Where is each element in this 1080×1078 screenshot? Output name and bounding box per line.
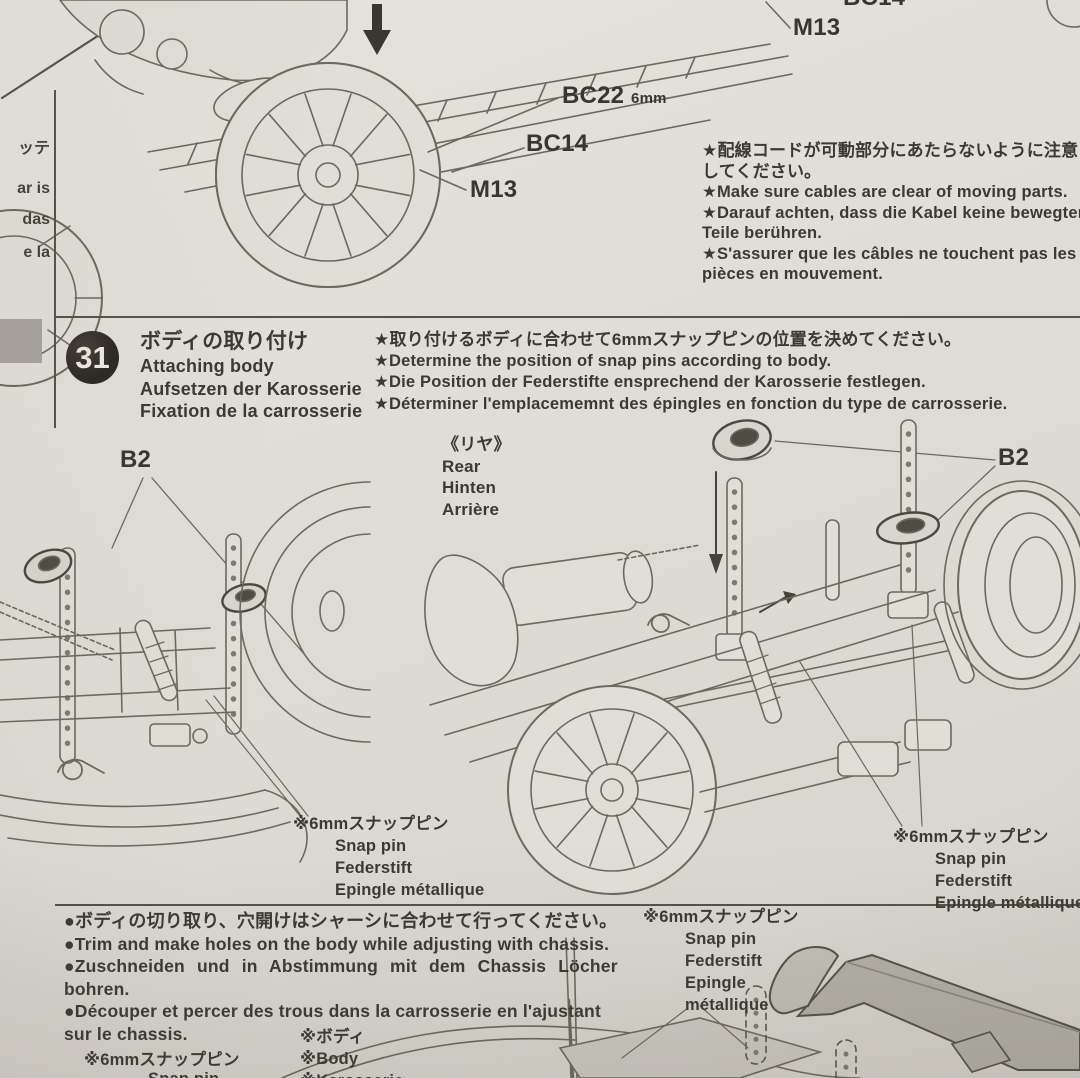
body-trim-fr-2: sur le chassis. <box>64 1023 188 1044</box>
step-note-de: ★Die Position der Federstifte ensprechen… <box>374 373 926 391</box>
body-trim-en: ●Trim and make holes on the body while a… <box>64 933 610 954</box>
step-note-fr: ★Déterminer l'emplacememnt des épingles … <box>374 394 1008 413</box>
step-title-ja: ボディの取り付け <box>140 330 309 353</box>
body-trim-note: ●ボディの切り取り、穴開けはシャーシに合わせて行ってください。 ●Trim an… <box>64 910 618 1045</box>
margin-fragment: ar is <box>17 180 50 197</box>
rear-view-label: 《リヤ》 Rear Hinten Arrière <box>442 434 511 520</box>
step-titles: ボディの取り付け Attaching body Aufsetzen der Ka… <box>140 328 362 423</box>
part-label-bc22-size: 6mm <box>631 90 667 107</box>
rear-view-en: Rear <box>442 456 481 476</box>
margin-fragment: e la <box>23 244 50 261</box>
callout-b2-right: B2 <box>998 444 1030 471</box>
snap-pin-fr-2: métallique <box>685 996 769 1014</box>
part-label-m13-upper: M13 <box>793 14 841 41</box>
margin-gray-box <box>0 319 42 363</box>
part-label-bc22-code: BC22 <box>562 82 625 109</box>
snap-pin-de: Federstift <box>335 859 413 877</box>
part-label-bc22: BC22 6mm <box>562 82 667 110</box>
rear-right-illustration <box>424 419 1080 895</box>
body-trim-fr-1: ●Découper et percer des trous dans la ca… <box>64 1001 601 1021</box>
snap-pin-callout-left: ※6mmスナップピン Snap pin Federstift Epingle m… <box>293 813 484 901</box>
margin-fragment: das <box>22 211 50 228</box>
rear-view-fr: Arrière <box>442 499 500 519</box>
rear-view-de: Hinten <box>442 478 497 497</box>
snap-pin-en: Snap pin <box>935 850 1007 868</box>
body-trim-de-1: ●Zuschneiden und in Abstimmung mit dem C… <box>64 956 618 976</box>
section-divider-bottom <box>55 904 1080 906</box>
cable-warning: ★配線コードが可動部分にあたらないように注意 してください。 ★Make sur… <box>702 141 1080 285</box>
snap-pin-callout-right: ※6mmスナップピン Snap pin Federstift Epingle m… <box>893 826 1080 914</box>
step-number-badge: 31 <box>66 331 119 384</box>
step-title-fr: Fixation de la carrosserie <box>140 401 363 421</box>
snap-pin-ja: ※6mmスナップピン <box>293 815 449 833</box>
body-wing-illustration <box>281 937 1080 1078</box>
snap-pin-fr: Epingle métallique <box>335 881 485 899</box>
cable-warning-line: ★S'assurer que les câbles ne touchent pa… <box>702 244 1077 263</box>
body-label-de: ※Karosserie <box>300 1070 404 1078</box>
body-callout: ※ボディ ※Body ※Karosserie <box>300 1026 404 1078</box>
snap-pin-ja: ※6mmスナップピン <box>893 828 1049 846</box>
step-notes: ★取り付けるボディに合わせて6mmスナップピンの位置を決めてください。 ★Det… <box>374 329 1007 415</box>
snap-pin-fr: Epingle métallique <box>935 894 1080 912</box>
step-title-en: Attaching body <box>140 356 274 376</box>
snap-pin-en: Snap pin <box>685 930 757 948</box>
section-divider-top <box>55 316 1080 318</box>
cable-warning-line: ★Darauf achten, dass die Kabel keine bew… <box>702 203 1080 222</box>
rear-view-ja: 《リヤ》 <box>442 435 511 454</box>
snap-pin-corner-en: Snap pin <box>148 1070 219 1078</box>
step-note-ja: ★取り付けるボディに合わせて6mmスナップピンの位置を決めてください。 <box>374 330 962 349</box>
part-label-bc14: BC14 <box>526 130 589 157</box>
body-trim-ja: ●ボディの切り取り、穴開けはシャーシに合わせて行ってください。 <box>64 911 618 931</box>
cable-warning-line: Teile berühren. <box>702 224 823 242</box>
snap-pin-corner-ja: ※6mmスナップピン <box>84 1051 240 1069</box>
body-trim-de-2: bohren. <box>64 978 130 999</box>
step-title-de: Aufsetzen der Karosserie <box>140 378 362 399</box>
snap-pin-de: Federstift <box>685 952 763 970</box>
part-label-bc14-cut: BC14 <box>843 0 905 12</box>
snap-pin-en: Snap pin <box>335 837 407 855</box>
body-label-en: ※Body <box>300 1050 359 1068</box>
cable-warning-line: ★配線コードが可動部分にあたらないように注意 <box>702 141 1079 160</box>
part-label-m13-lower: M13 <box>470 176 518 203</box>
cable-warning-line: してください。 <box>702 161 822 181</box>
cable-warning-line: pièces en mouvement. <box>702 265 883 283</box>
cable-warning-line: ★Make sure cables are clear of moving pa… <box>702 183 1068 201</box>
snap-pin-fr-1: Epingle <box>685 974 746 992</box>
snap-pin-callout-bottom: ※6mmスナップピン Snap pin Federstift Epingle m… <box>643 906 799 1016</box>
snap-pin-ja: ※6mmスナップピン <box>643 908 799 926</box>
rear-left-illustration <box>0 477 371 863</box>
body-label-ja: ※ボディ <box>300 1028 366 1046</box>
column-border <box>54 90 56 428</box>
step-note-en: ★Determine the position of snap pins acc… <box>374 351 832 370</box>
snap-pin-de: Federstift <box>935 872 1013 890</box>
margin-fragment: ッテ <box>17 140 50 157</box>
callout-b2-left: B2 <box>120 446 152 473</box>
